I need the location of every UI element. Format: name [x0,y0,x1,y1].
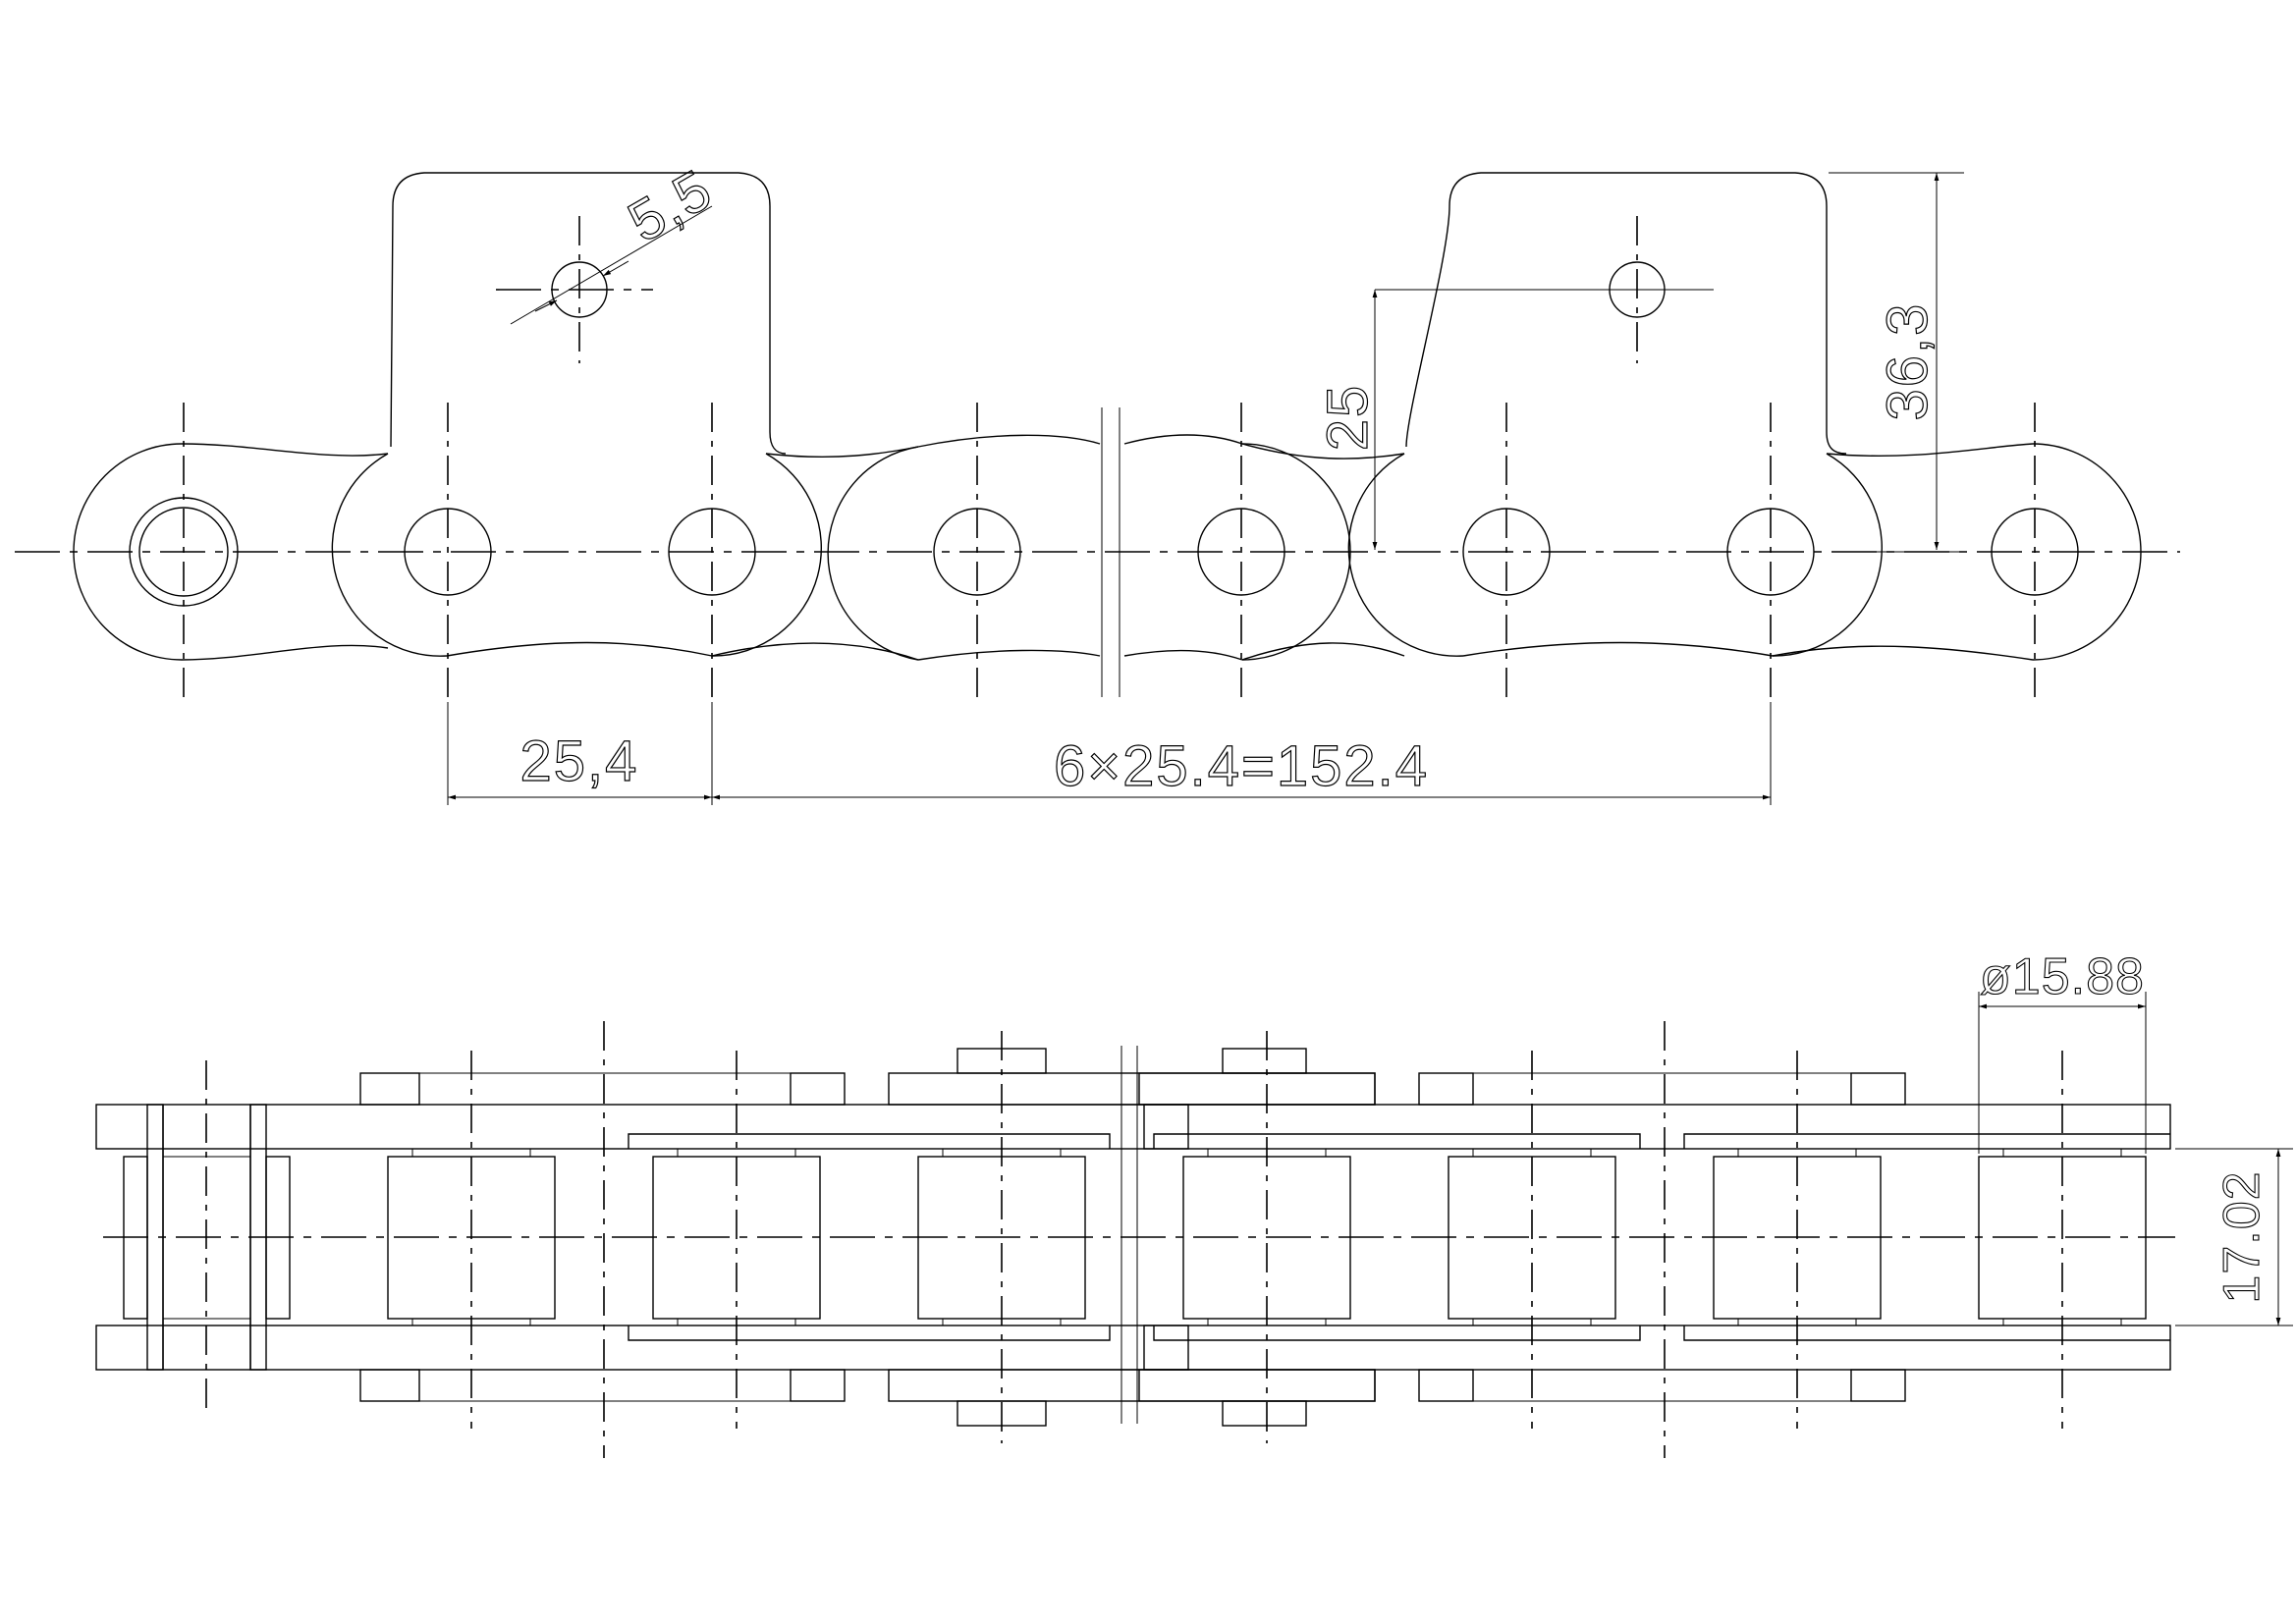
top-view-vertical-centerlines [205,1021,2063,1458]
dim-roller-width: 17.02 [2214,1170,2270,1303]
dim-hole-diameter: 5,5 [618,157,724,255]
attachment-plate-left [390,172,787,455]
side-view-vertical-centerlines [183,216,2036,699]
side-view-holes [129,261,2079,607]
top-view-inner-plates [628,1133,2170,1341]
dim-pitch: 25,4 [520,730,639,793]
side-view-links [73,434,2142,661]
top-view: ø15.88 17.02 [95,947,2293,1458]
side-view: 5,5 25 36,3 25,4 6×25.4=152.4 [15,156,2180,805]
dim-roller-diameter: ø15.88 [1980,948,2145,1005]
attachment-plate-right [1405,172,1847,455]
top-view-upper-plates [95,1048,2171,1427]
dim-attachment-height: 36,3 [1876,302,1940,421]
dim-attachment-spacing: 6×25.4=152.4 [1054,734,1429,798]
dim-hole-height: 25 [1316,384,1380,452]
